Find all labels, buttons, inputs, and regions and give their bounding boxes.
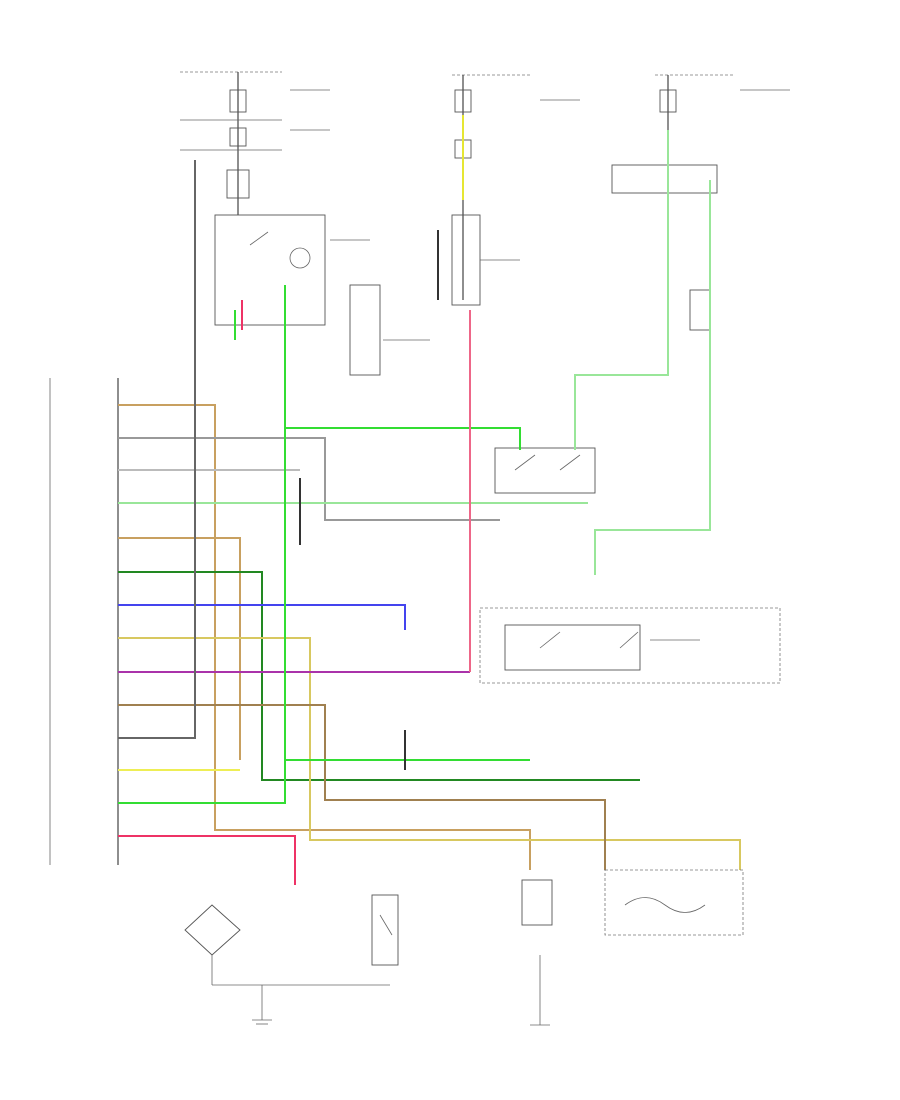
wire-pink-14 [118, 835, 296, 885]
wire-green-6 [118, 571, 640, 781]
wire-gray-2 [118, 437, 500, 521]
fuse-block-right [611, 74, 790, 331]
wire-dark-misc [299, 230, 439, 770]
wire-blue-7 [118, 604, 406, 630]
diode-bridge [184, 904, 390, 986]
fuse-block-middle [451, 74, 580, 306]
wire-tan-1 [118, 404, 531, 870]
wire-green-13 [118, 285, 286, 804]
actuator-motor [604, 869, 744, 936]
ground-bottom-middle [530, 955, 550, 1026]
cruise-indicator [521, 879, 553, 926]
main-relay [494, 447, 596, 494]
control-unit-box [479, 607, 781, 684]
clutch-switch-bottom [371, 894, 399, 966]
wire-green-horizontal [234, 310, 530, 761]
wire-tan-5 [118, 537, 241, 760]
wire-gray-11 [118, 160, 196, 739]
ground-left [252, 985, 272, 1025]
wire-light-green-right [574, 130, 711, 575]
clutch-switch-top [349, 284, 430, 376]
fuse-block-left [180, 71, 330, 215]
wire-pink-vertical [241, 300, 471, 672]
brake-switch [214, 214, 370, 326]
wire-yellow-8 [118, 637, 741, 870]
control-module-rail [49, 378, 119, 865]
wire-brown-10 [118, 704, 606, 870]
